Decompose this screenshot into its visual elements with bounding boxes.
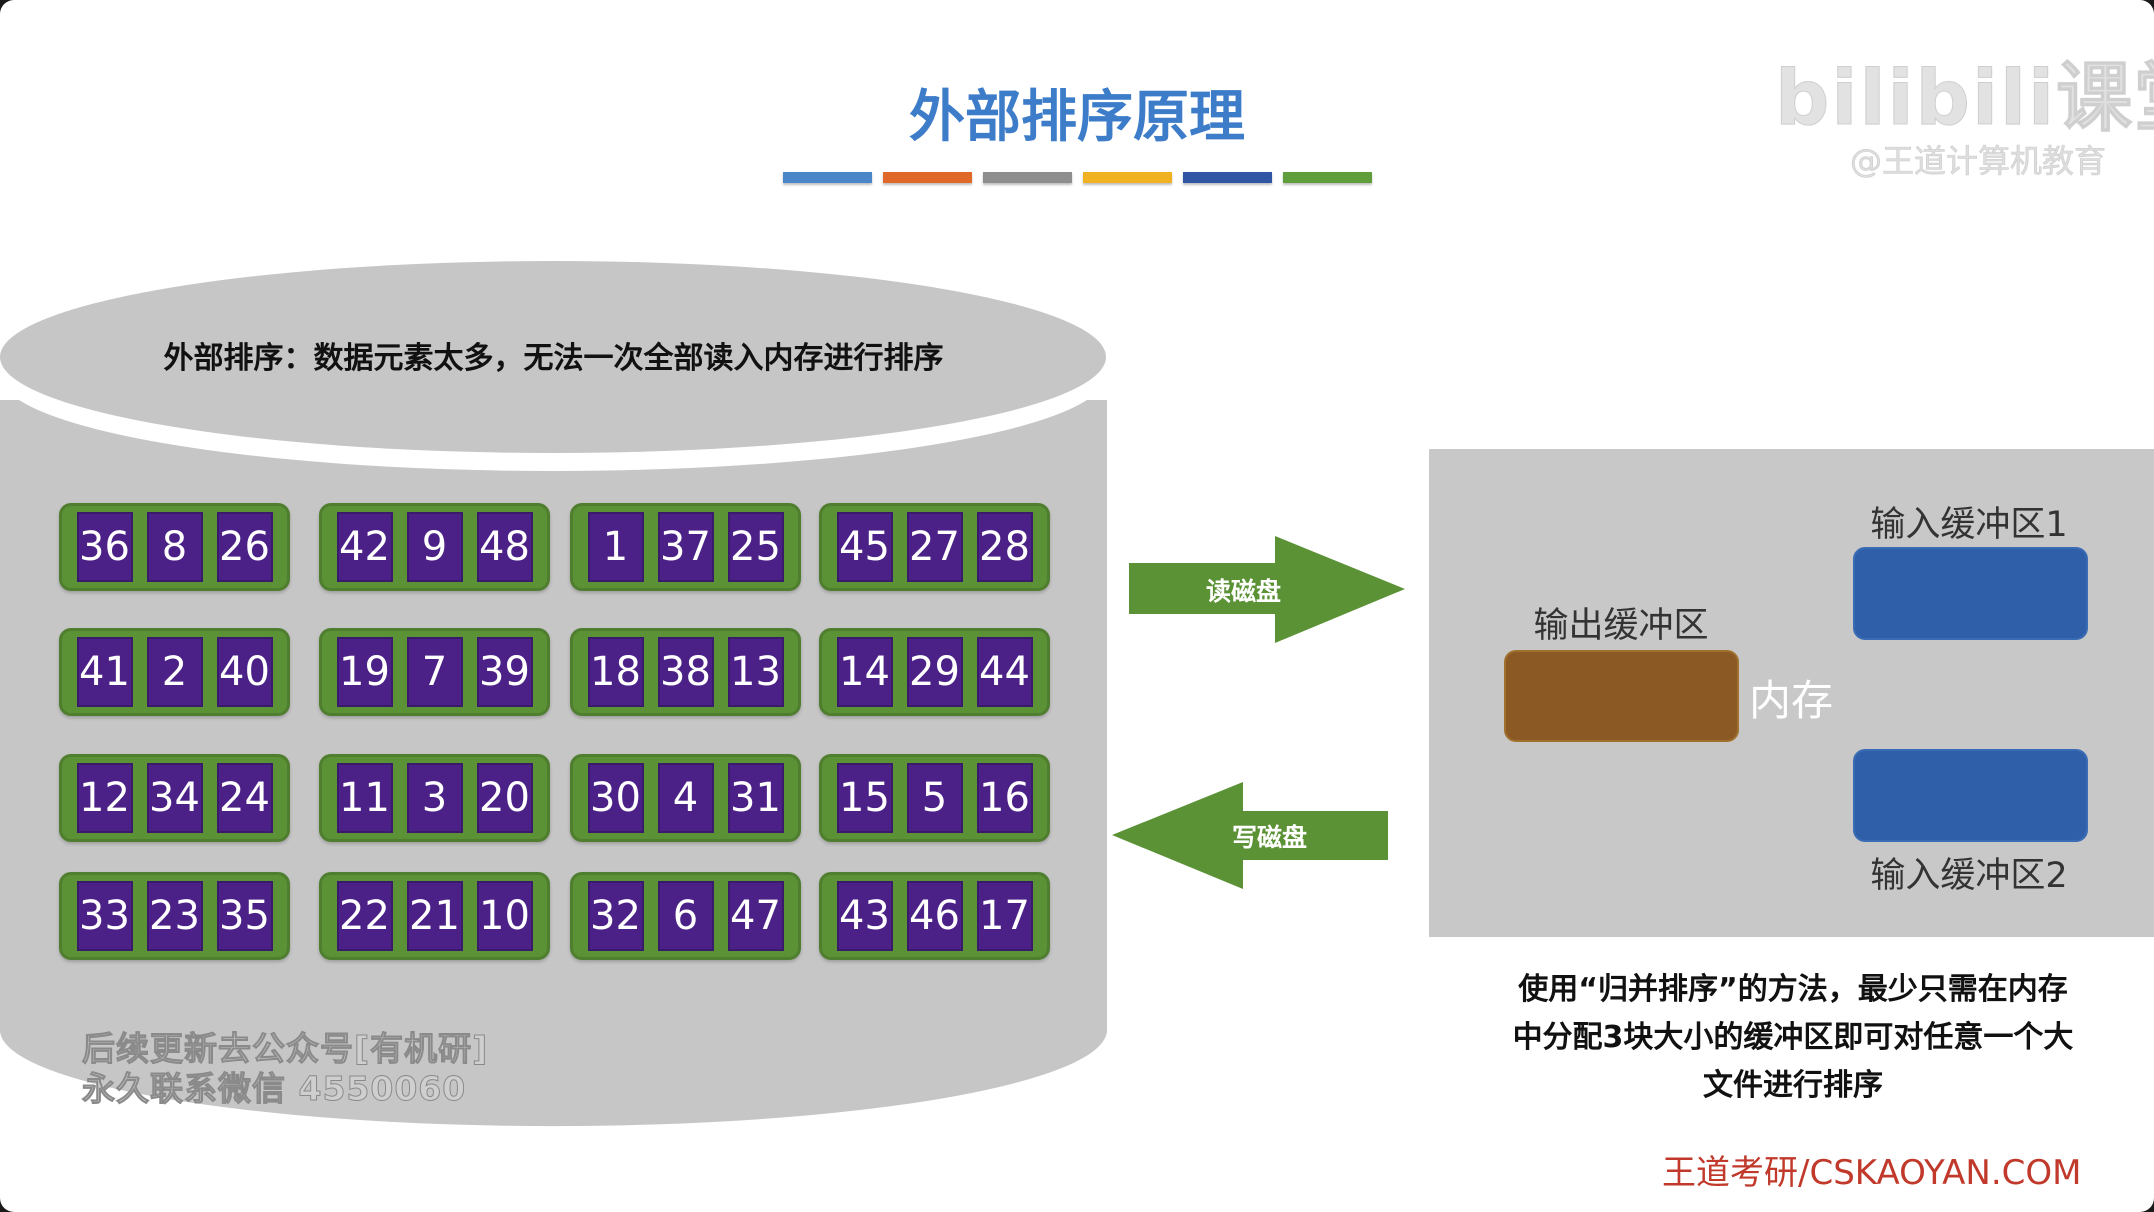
note-line: 中分配3块大小的缓冲区即可对任意一个大	[1512, 1020, 2074, 1055]
data-element: 5	[906, 763, 963, 833]
data-element: 14	[836, 637, 893, 707]
data-element: 44	[976, 637, 1033, 707]
input-buffer-1-label: 输入缓冲区1	[1870, 505, 2068, 545]
data-element: 2	[146, 637, 203, 707]
data-element: 17	[976, 881, 1033, 951]
data-element: 19	[336, 637, 393, 707]
data-element: 36	[76, 512, 133, 582]
title-color-bar	[1083, 172, 1172, 183]
data-element: 7	[406, 637, 463, 707]
data-element: 33	[76, 881, 133, 951]
input-buffer-2	[1853, 749, 2088, 842]
write-disk-label: 写磁盘	[1232, 823, 1308, 852]
title-color-bar	[783, 172, 872, 183]
data-element: 21	[406, 881, 463, 951]
data-element: 16	[976, 763, 1033, 833]
data-element: 48	[476, 512, 533, 582]
data-element: 40	[216, 637, 273, 707]
note-line: 使用“归并排序”的方法，最少只需在内存	[1518, 972, 2068, 1007]
data-element: 13	[727, 637, 784, 707]
memory-label: 内存	[1749, 676, 1834, 725]
data-element: 22	[336, 881, 393, 951]
data-element: 11	[336, 763, 393, 833]
merge-sort-note: 使用“归并排序”的方法，最少只需在内存 中分配3块大小的缓冲区即可对任意一个大 …	[1440, 966, 2146, 1110]
title-color-bar	[1183, 172, 1272, 183]
data-element: 10	[476, 881, 533, 951]
title-color-bars	[783, 172, 1372, 183]
read-disk-arrow-icon	[1129, 536, 1405, 643]
data-element: 25	[727, 512, 784, 582]
data-element: 29	[906, 637, 963, 707]
output-buffer	[1504, 650, 1739, 742]
output-buffer-label: 输出缓冲区	[1533, 606, 1709, 646]
input-buffer-1	[1853, 547, 2088, 640]
data-element: 35	[216, 881, 273, 951]
data-element: 1	[587, 512, 644, 582]
data-element: 30	[587, 763, 644, 833]
data-element: 38	[657, 637, 714, 707]
memory-area: 输出缓冲区 内存 输入缓冲区1 输入缓冲区2	[1429, 449, 2154, 937]
title-color-bar	[883, 172, 972, 183]
data-element: 31	[727, 763, 784, 833]
write-disk-arrow-icon	[1112, 782, 1388, 889]
input-buffer-2-label: 输入缓冲区2	[1870, 856, 2068, 896]
data-element: 20	[476, 763, 533, 833]
data-element: 23	[146, 881, 203, 951]
overlay-watermark-line: 后续更新去公众号[有机研]	[81, 1029, 489, 1069]
data-element: 27	[906, 512, 963, 582]
title-color-bar	[1283, 172, 1372, 183]
data-element: 42	[336, 512, 393, 582]
data-element: 6	[657, 881, 714, 951]
data-element: 28	[976, 512, 1033, 582]
read-disk-label: 读磁盘	[1206, 577, 1282, 606]
data-element: 45	[836, 512, 893, 582]
data-element: 26	[216, 512, 273, 582]
data-element: 34	[146, 763, 203, 833]
bilibili-watermark-sub: @王道计算机教育	[1850, 142, 2107, 181]
data-element: 37	[657, 512, 714, 582]
data-element: 18	[587, 637, 644, 707]
data-element: 4	[657, 763, 714, 833]
data-element: 32	[587, 881, 644, 951]
slide-title: 外部排序原理	[909, 85, 1245, 150]
data-element: 39	[476, 637, 533, 707]
data-element: 12	[76, 763, 133, 833]
data-element: 46	[906, 881, 963, 951]
data-element: 43	[836, 881, 893, 951]
brand-text: 王道考研/CSKAOYAN.COM	[1662, 1153, 2082, 1193]
title-color-bar	[983, 172, 1072, 183]
bilibili-watermark-logo: bilibili课堂	[1774, 53, 2154, 143]
note-line: 文件进行排序	[1703, 1068, 1883, 1103]
data-element: 3	[406, 763, 463, 833]
data-element: 9	[406, 512, 463, 582]
data-element: 47	[727, 881, 784, 951]
data-element: 24	[216, 763, 273, 833]
disk-caption: 外部排序：数据元素太多，无法一次全部读入内存进行排序	[163, 341, 944, 376]
data-element: 41	[76, 637, 133, 707]
data-element: 8	[146, 512, 203, 582]
data-element: 15	[836, 763, 893, 833]
overlay-watermark-line: 永久联系微信 4550060	[81, 1069, 467, 1109]
